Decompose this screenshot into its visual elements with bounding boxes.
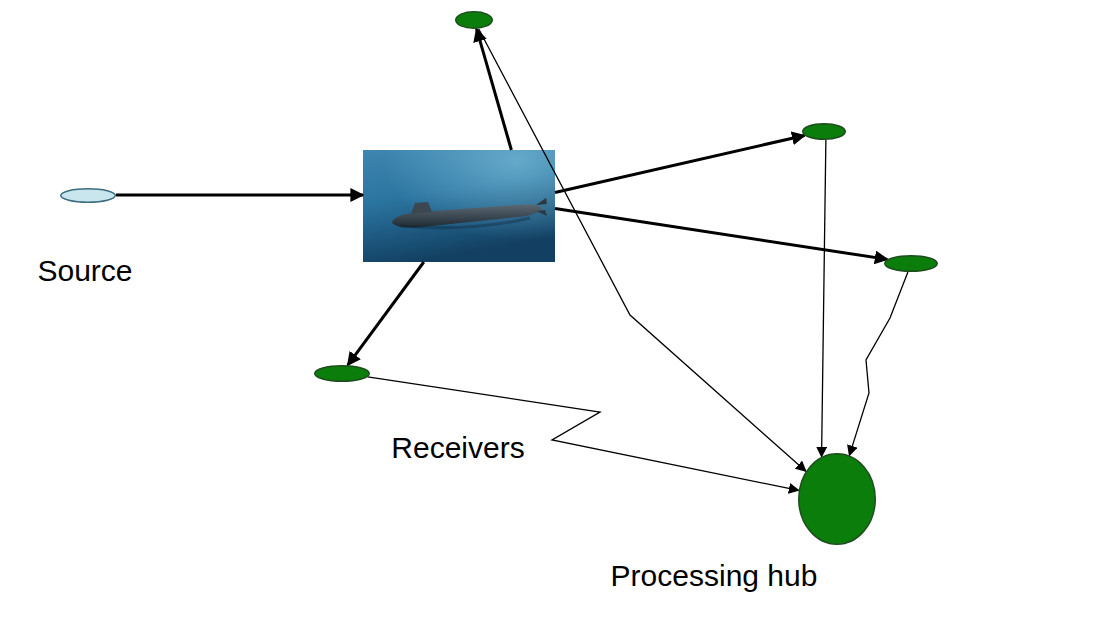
signal-arrow	[477, 29, 512, 150]
source-ellipse: Source	[60, 188, 116, 203]
ellipse-shape	[885, 256, 938, 272]
signal-arrow	[479, 29, 806, 472]
ellipse-outline	[802, 123, 846, 140]
submarine-sail	[411, 202, 432, 214]
ellipse-shape	[799, 454, 876, 545]
signal-arrow	[348, 262, 424, 365]
receiver-ellipse	[802, 123, 846, 140]
sea-light	[363, 150, 555, 262]
receiver-ellipse	[884, 255, 938, 272]
signal-arrow	[555, 208, 887, 259]
processing-hub-ellipse: Processing hub	[798, 453, 876, 545]
signal-arrow	[849, 272, 908, 455]
submarine-shadow	[400, 218, 530, 228]
ellipse-outline	[884, 255, 938, 272]
ellipse-outline	[455, 11, 493, 29]
signal-arrow	[368, 377, 799, 490]
submarine-target	[363, 150, 555, 262]
node-label: Source	[37, 253, 132, 289]
receiver-ellipse	[314, 365, 370, 382]
node-label: Processing hub	[611, 558, 818, 594]
ellipse-outline	[798, 453, 876, 545]
submarine-rudder	[536, 198, 547, 216]
signal-arrow	[116, 194, 363, 197]
ellipse-shape	[456, 12, 493, 29]
sea-background	[363, 150, 555, 262]
ellipse-outline	[314, 365, 370, 382]
ellipse-shape	[315, 366, 370, 382]
ellipse-shape	[61, 189, 116, 203]
receiver-ellipse	[455, 11, 493, 29]
signal-arrow	[555, 135, 805, 192]
group-label: Receivers	[391, 430, 524, 466]
ellipse-outline	[60, 188, 116, 203]
signal-arrow	[822, 140, 826, 457]
ellipse-shape	[803, 124, 846, 140]
